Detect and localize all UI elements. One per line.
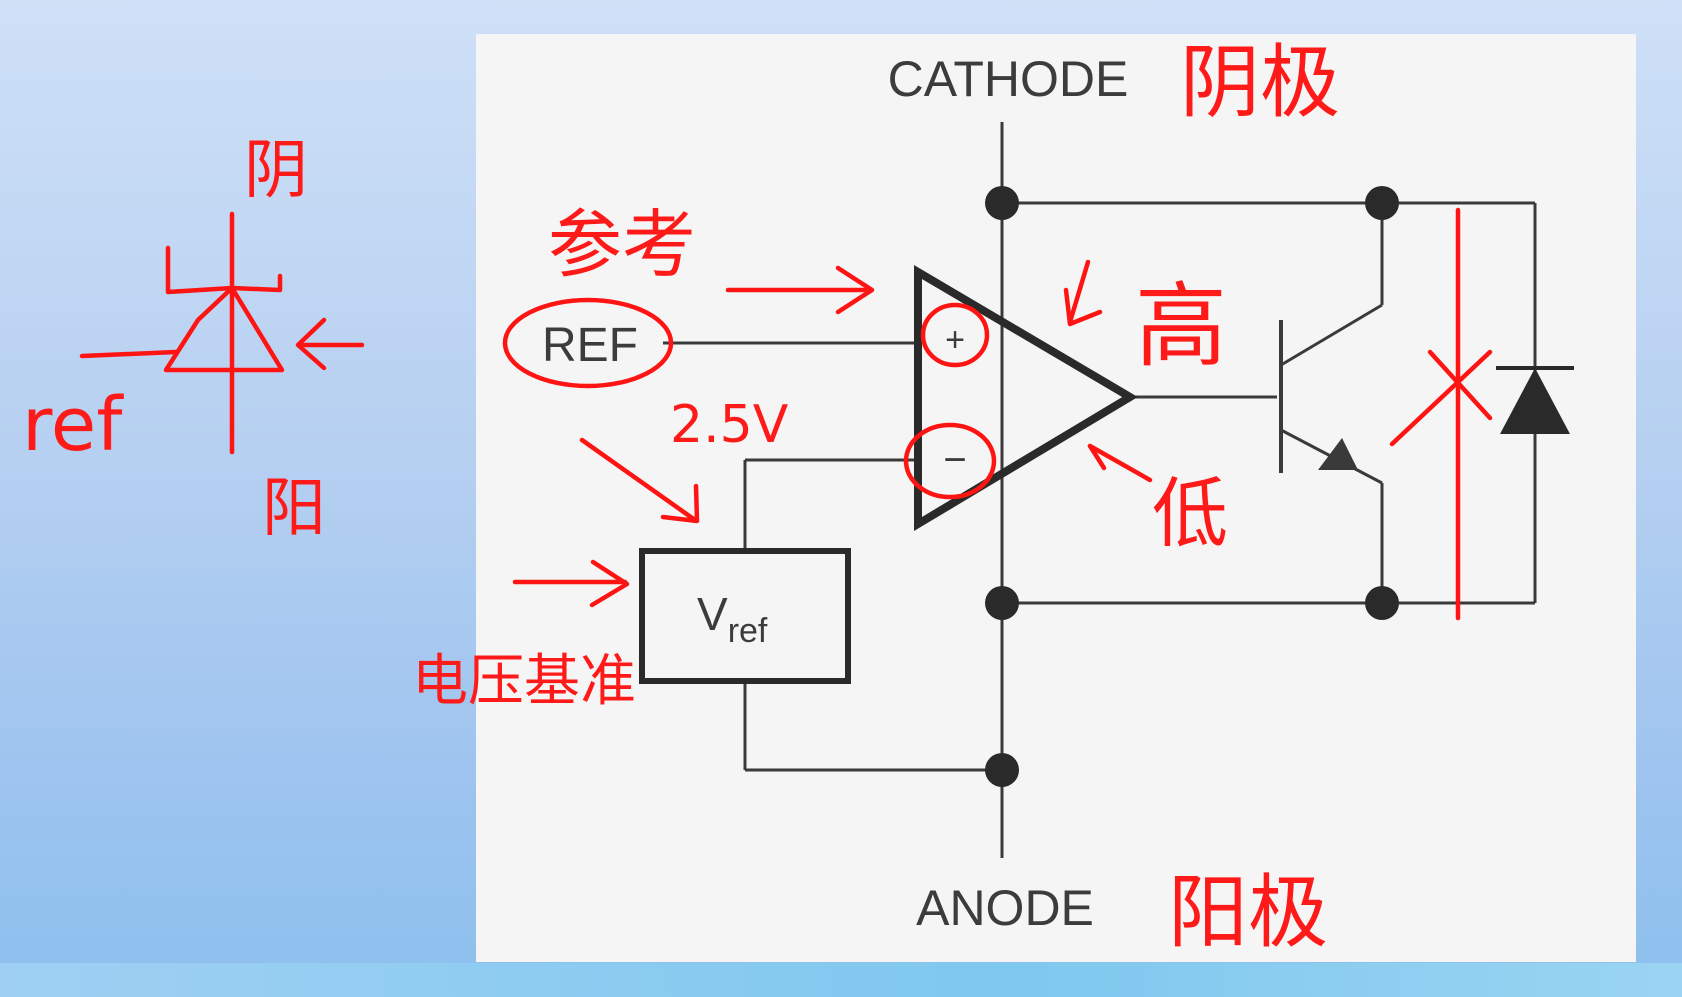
- anode-label: ANODE: [916, 880, 1094, 936]
- symbol-bottom-note: 阳: [262, 472, 326, 546]
- vref-note: 电压基准: [412, 649, 636, 714]
- junction-dot: [985, 186, 1019, 220]
- diagram-panel: [476, 34, 1636, 962]
- opamp-minus-label: −: [943, 438, 966, 482]
- vref-box-label: Vref: [697, 588, 768, 650]
- regulator-symbol-sketch: [79, 211, 285, 455]
- bottom-strip: [0, 963, 1682, 997]
- voltage-arrow: [579, 437, 700, 524]
- voltage-note: 2.5V: [670, 395, 789, 455]
- anode-note: 阳极: [1168, 866, 1328, 959]
- cathode-note: 阴极: [1180, 36, 1340, 129]
- diode-triangle: [1500, 368, 1570, 434]
- npn-transistor: [1279, 303, 1383, 485]
- junction-dot: [985, 753, 1019, 787]
- junction-dot: [985, 586, 1019, 620]
- minus-circle-mark: [903, 422, 997, 500]
- ref-circle-mark: [502, 297, 674, 389]
- junction-dots: [985, 186, 1399, 787]
- symbol-ref-arrow: [295, 317, 365, 371]
- opamp-plus-label: +: [945, 321, 965, 359]
- wiring: [663, 122, 1537, 858]
- symbol-top-note: 阴: [244, 134, 308, 208]
- vref-box: [639, 548, 851, 684]
- high-arrow: [1063, 259, 1103, 327]
- high-note: 高: [1135, 273, 1227, 380]
- low-note: 低: [1152, 469, 1228, 558]
- cathode-label: CATHODE: [888, 51, 1129, 107]
- junction-dot: [1365, 586, 1399, 620]
- junction-dot: [1365, 186, 1399, 220]
- symbol-ref-note: ref: [22, 382, 124, 468]
- ref-arrow: [725, 265, 875, 315]
- plus-circle-mark: [920, 302, 990, 368]
- opamp-triangle: [914, 264, 1138, 532]
- low-arrow: [1087, 443, 1153, 483]
- ref-note: 参考: [548, 202, 696, 288]
- vref-arrow: [512, 559, 630, 608]
- strike-mark: [1389, 207, 1493, 621]
- diode-symbol: [1496, 366, 1574, 434]
- transistor-emitter-arrow: [1318, 438, 1358, 470]
- ref-label: REF: [542, 319, 638, 372]
- transistor-collector: [1280, 303, 1383, 367]
